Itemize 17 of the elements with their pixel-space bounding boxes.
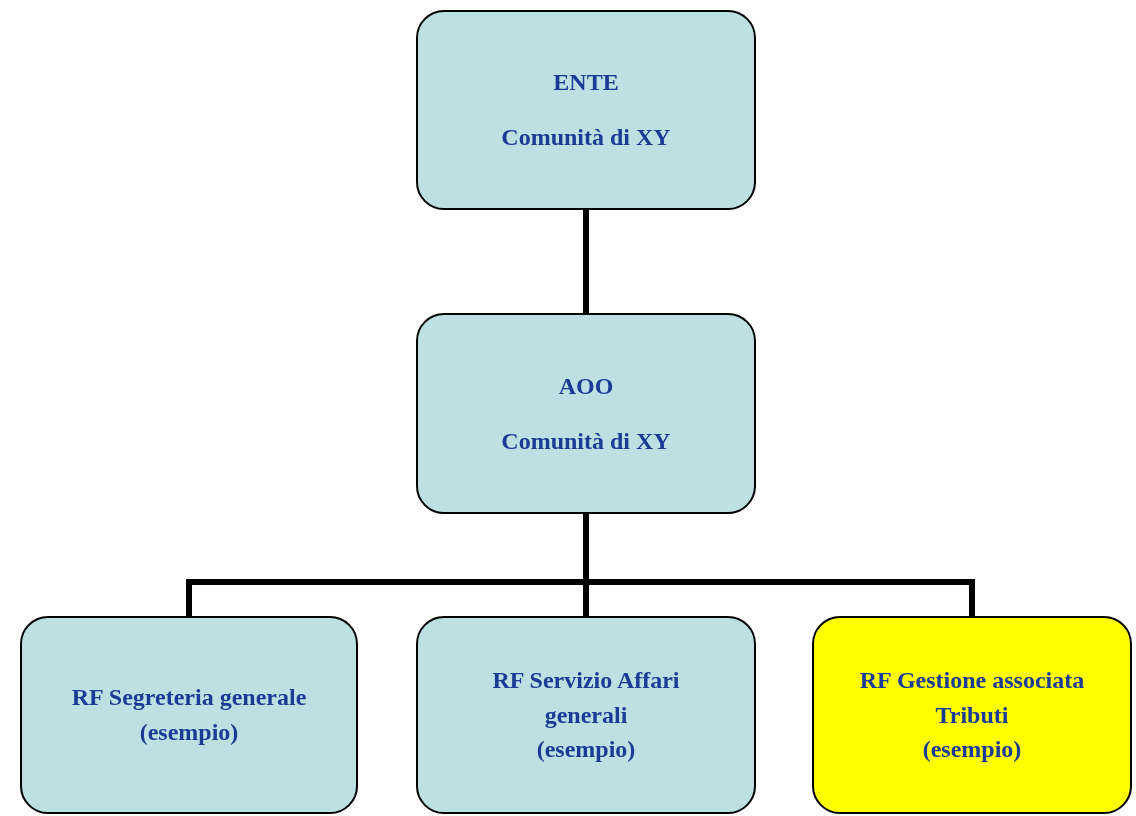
process-box — [416, 616, 756, 814]
node-label: RF Segreteria generale — [71, 683, 307, 713]
node-label: ENTE — [553, 68, 619, 98]
node-label: Comunità di XY — [501, 426, 671, 456]
node-label: RF Gestione associata Tributi — [858, 665, 1086, 730]
connector-line — [583, 514, 975, 616]
process-box — [416, 10, 756, 210]
process-box — [812, 616, 1132, 814]
node-label: AOO — [558, 371, 614, 401]
node-label: (esempio) — [139, 718, 239, 747]
node-label: Comunità di XY — [501, 123, 671, 152]
node-label: (esempio) — [536, 735, 636, 765]
connector-line — [583, 210, 589, 313]
node-label: (esempio) — [922, 735, 1022, 765]
node-label: RF Servizio Affari generali — [491, 665, 681, 730]
process-box — [416, 313, 756, 514]
process-box — [20, 616, 358, 814]
